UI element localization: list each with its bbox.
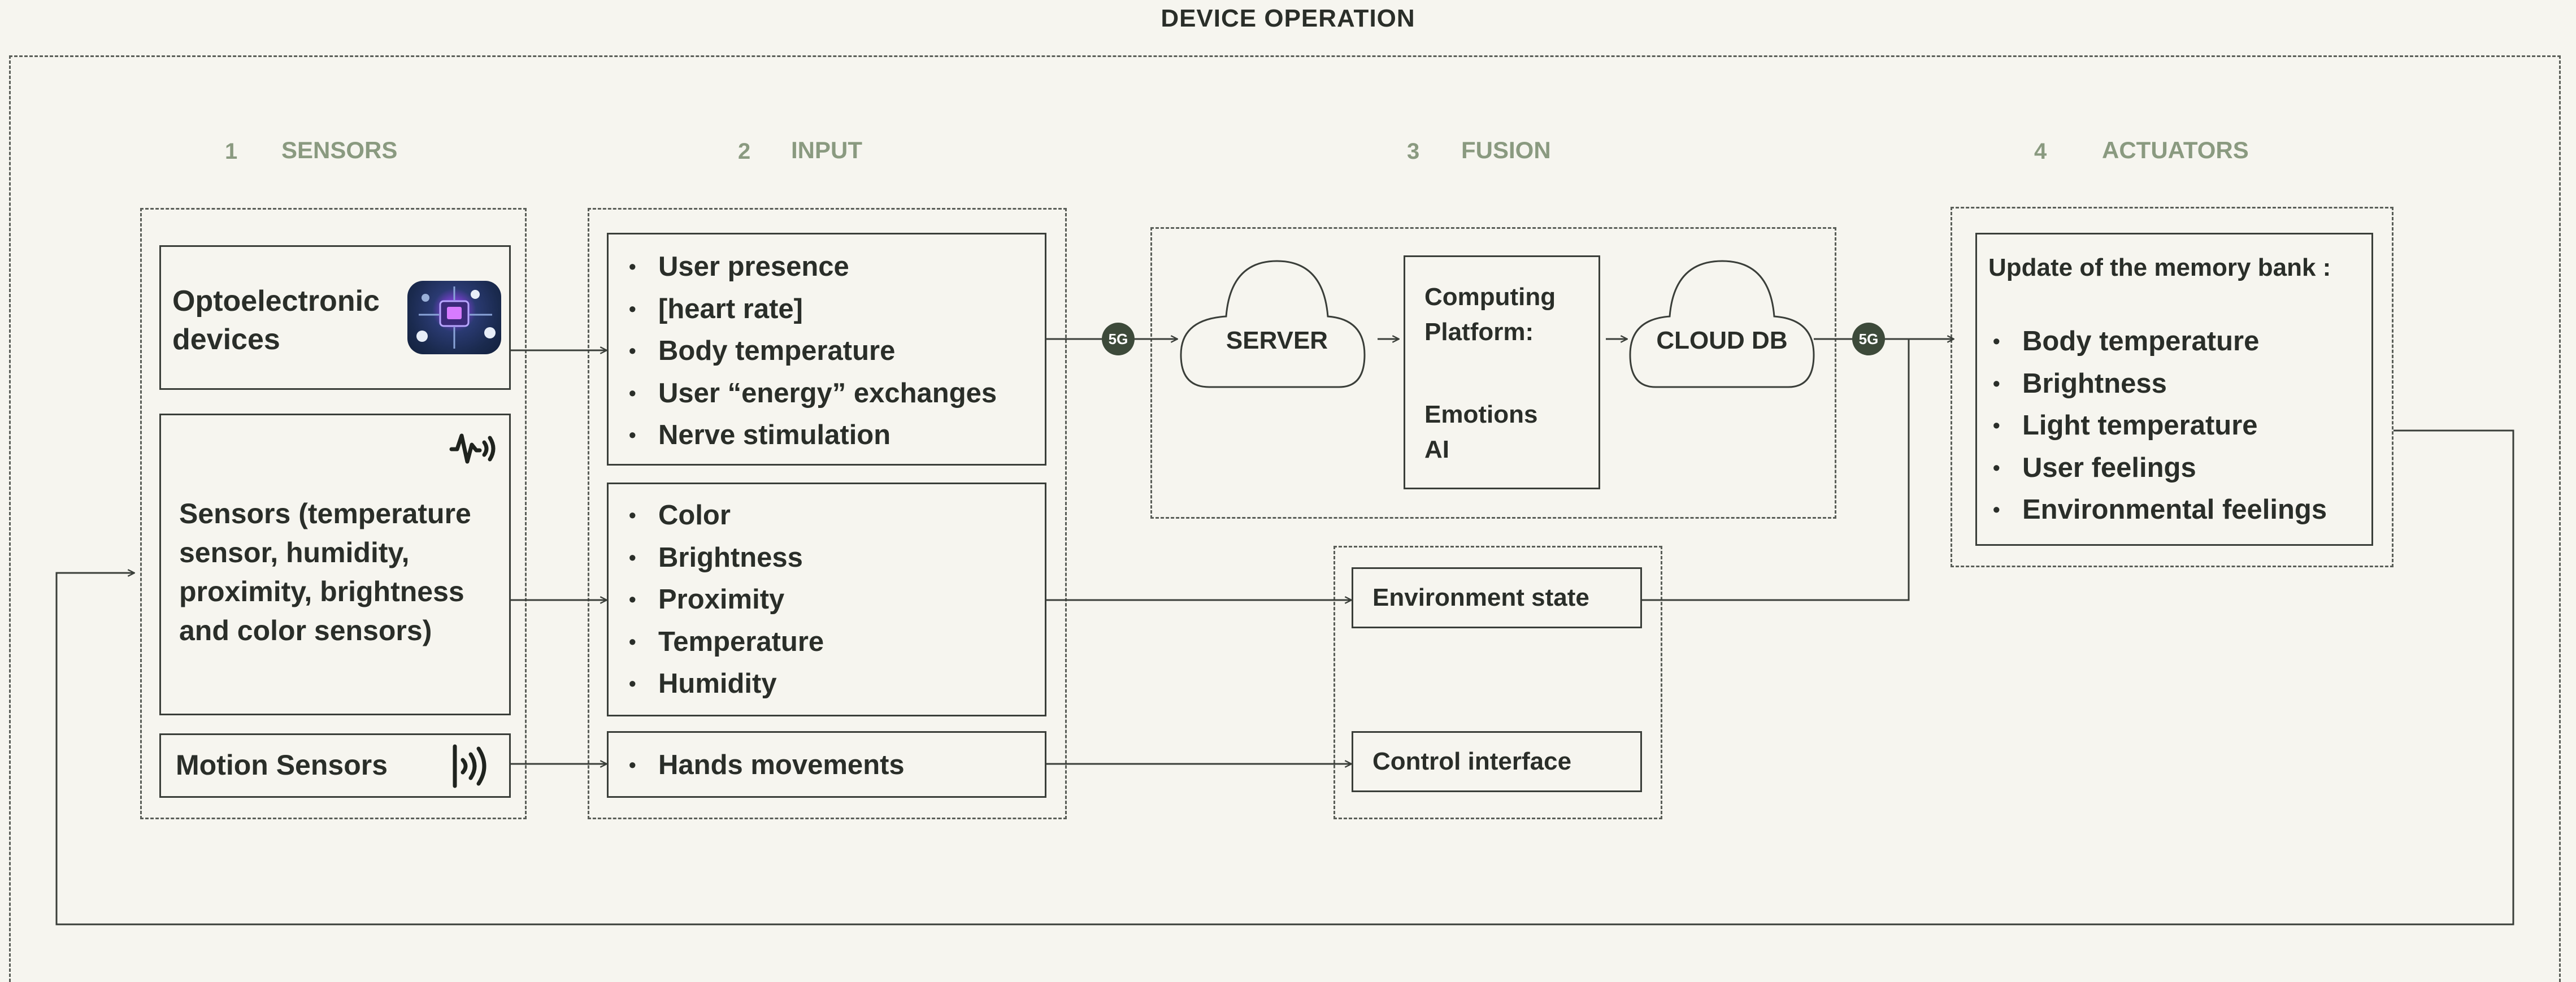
stage-1-label: SENSORS — [281, 137, 398, 163]
emotions-ai-label: Emotions AI — [1424, 401, 1538, 463]
computing-platform-label: Computing Platform: — [1424, 283, 1556, 346]
list-item: Brightness — [1973, 363, 2327, 405]
computing-platform-box: Computing Platform: Emotions AI — [1404, 255, 1600, 489]
feedback-loop — [55, 429, 2514, 925]
list-item: [heart rate] — [609, 288, 997, 331]
memory-bank-list: Body temperature Brightness Light temper… — [1973, 320, 2327, 531]
list-item: User presence — [609, 246, 997, 288]
list-item: Humidity — [609, 663, 824, 705]
motion-sensors-label: Motion Sensors — [176, 749, 388, 781]
server-label: SERVER — [1226, 327, 1328, 354]
five-g-badge-input: 5G — [1102, 323, 1135, 355]
optoelectronic-box: Optoelectronic devices — [159, 245, 511, 390]
memory-bank-box: Update of the memory bank : Body tempera… — [1975, 233, 2373, 546]
cloud-db-label: CLOUD DB — [1656, 327, 1788, 354]
stage-3-label: FUSION — [1461, 137, 1551, 163]
stage-1-number: 1 — [225, 139, 238, 164]
memory-bank-heading: Update of the memory bank : — [1988, 254, 2331, 281]
list-item: Brightness — [609, 537, 824, 579]
server-cloud — [1180, 260, 1366, 388]
signal-wave-icon — [449, 428, 501, 470]
environment-state-label: Environment state — [1372, 584, 1589, 611]
list-item: Light temperature — [1973, 405, 2327, 447]
connector-env-state-to-actuators — [1642, 339, 1910, 601]
chip-icon — [407, 281, 501, 354]
list-item: User feelings — [1973, 447, 2327, 489]
environment-state-box: Environment state — [1352, 567, 1642, 628]
list-item: Color — [609, 494, 824, 537]
list-item: Environmental feelings — [1973, 489, 2327, 531]
list-item: Proximity — [609, 579, 824, 621]
environment-sensors-box: Sensors (temperature sensor, humidity, p… — [159, 414, 511, 715]
list-item: Hands movements — [609, 744, 905, 787]
stage-2-number: 2 — [738, 139, 751, 164]
motion-wave-icon — [449, 743, 498, 789]
page-title: DEVICE OPERATION — [1161, 5, 1415, 32]
input-group — [588, 208, 1067, 819]
list-item: Temperature — [609, 621, 824, 663]
fusion-cloud-group — [1150, 227, 1836, 519]
actuators-group — [1951, 207, 2393, 567]
stage-4-label: ACTUATORS — [2102, 137, 2249, 163]
fusion-interface-group — [1333, 546, 1662, 819]
input-user-list: User presence [heart rate] Body temperat… — [609, 246, 997, 457]
input-environment-box: Color Brightness Proximity Temperature H… — [607, 483, 1046, 716]
device-operation-frame — [9, 55, 2561, 982]
environment-sensors-label: Sensors (temperature sensor, humidity, p… — [179, 498, 471, 646]
input-user-box: User presence [heart rate] Body temperat… — [607, 233, 1046, 466]
motion-sensors-box: Motion Sensors — [159, 733, 511, 798]
sensors-group — [140, 208, 527, 819]
list-item: Body temperature — [609, 330, 997, 372]
list-item: User “energy” exchanges — [609, 372, 997, 415]
stage-4-number: 4 — [2034, 139, 2047, 164]
stage-3-number: 3 — [1407, 139, 1420, 164]
stage-2-label: INPUT — [791, 137, 862, 163]
five-g-badge-output: 5G — [1852, 323, 1885, 355]
control-interface-label: Control interface — [1372, 748, 1572, 775]
input-motion-list: Hands movements — [609, 744, 905, 787]
input-motion-box: Hands movements — [607, 731, 1046, 798]
input-environment-list: Color Brightness Proximity Temperature H… — [609, 494, 824, 705]
control-interface-box: Control interface — [1352, 731, 1642, 792]
list-item: Nerve stimulation — [609, 414, 997, 457]
list-item: Body temperature — [1973, 320, 2327, 363]
cloud-db-cloud — [1629, 260, 1815, 388]
optoelectronic-label: Optoelectronic devices — [172, 285, 380, 356]
